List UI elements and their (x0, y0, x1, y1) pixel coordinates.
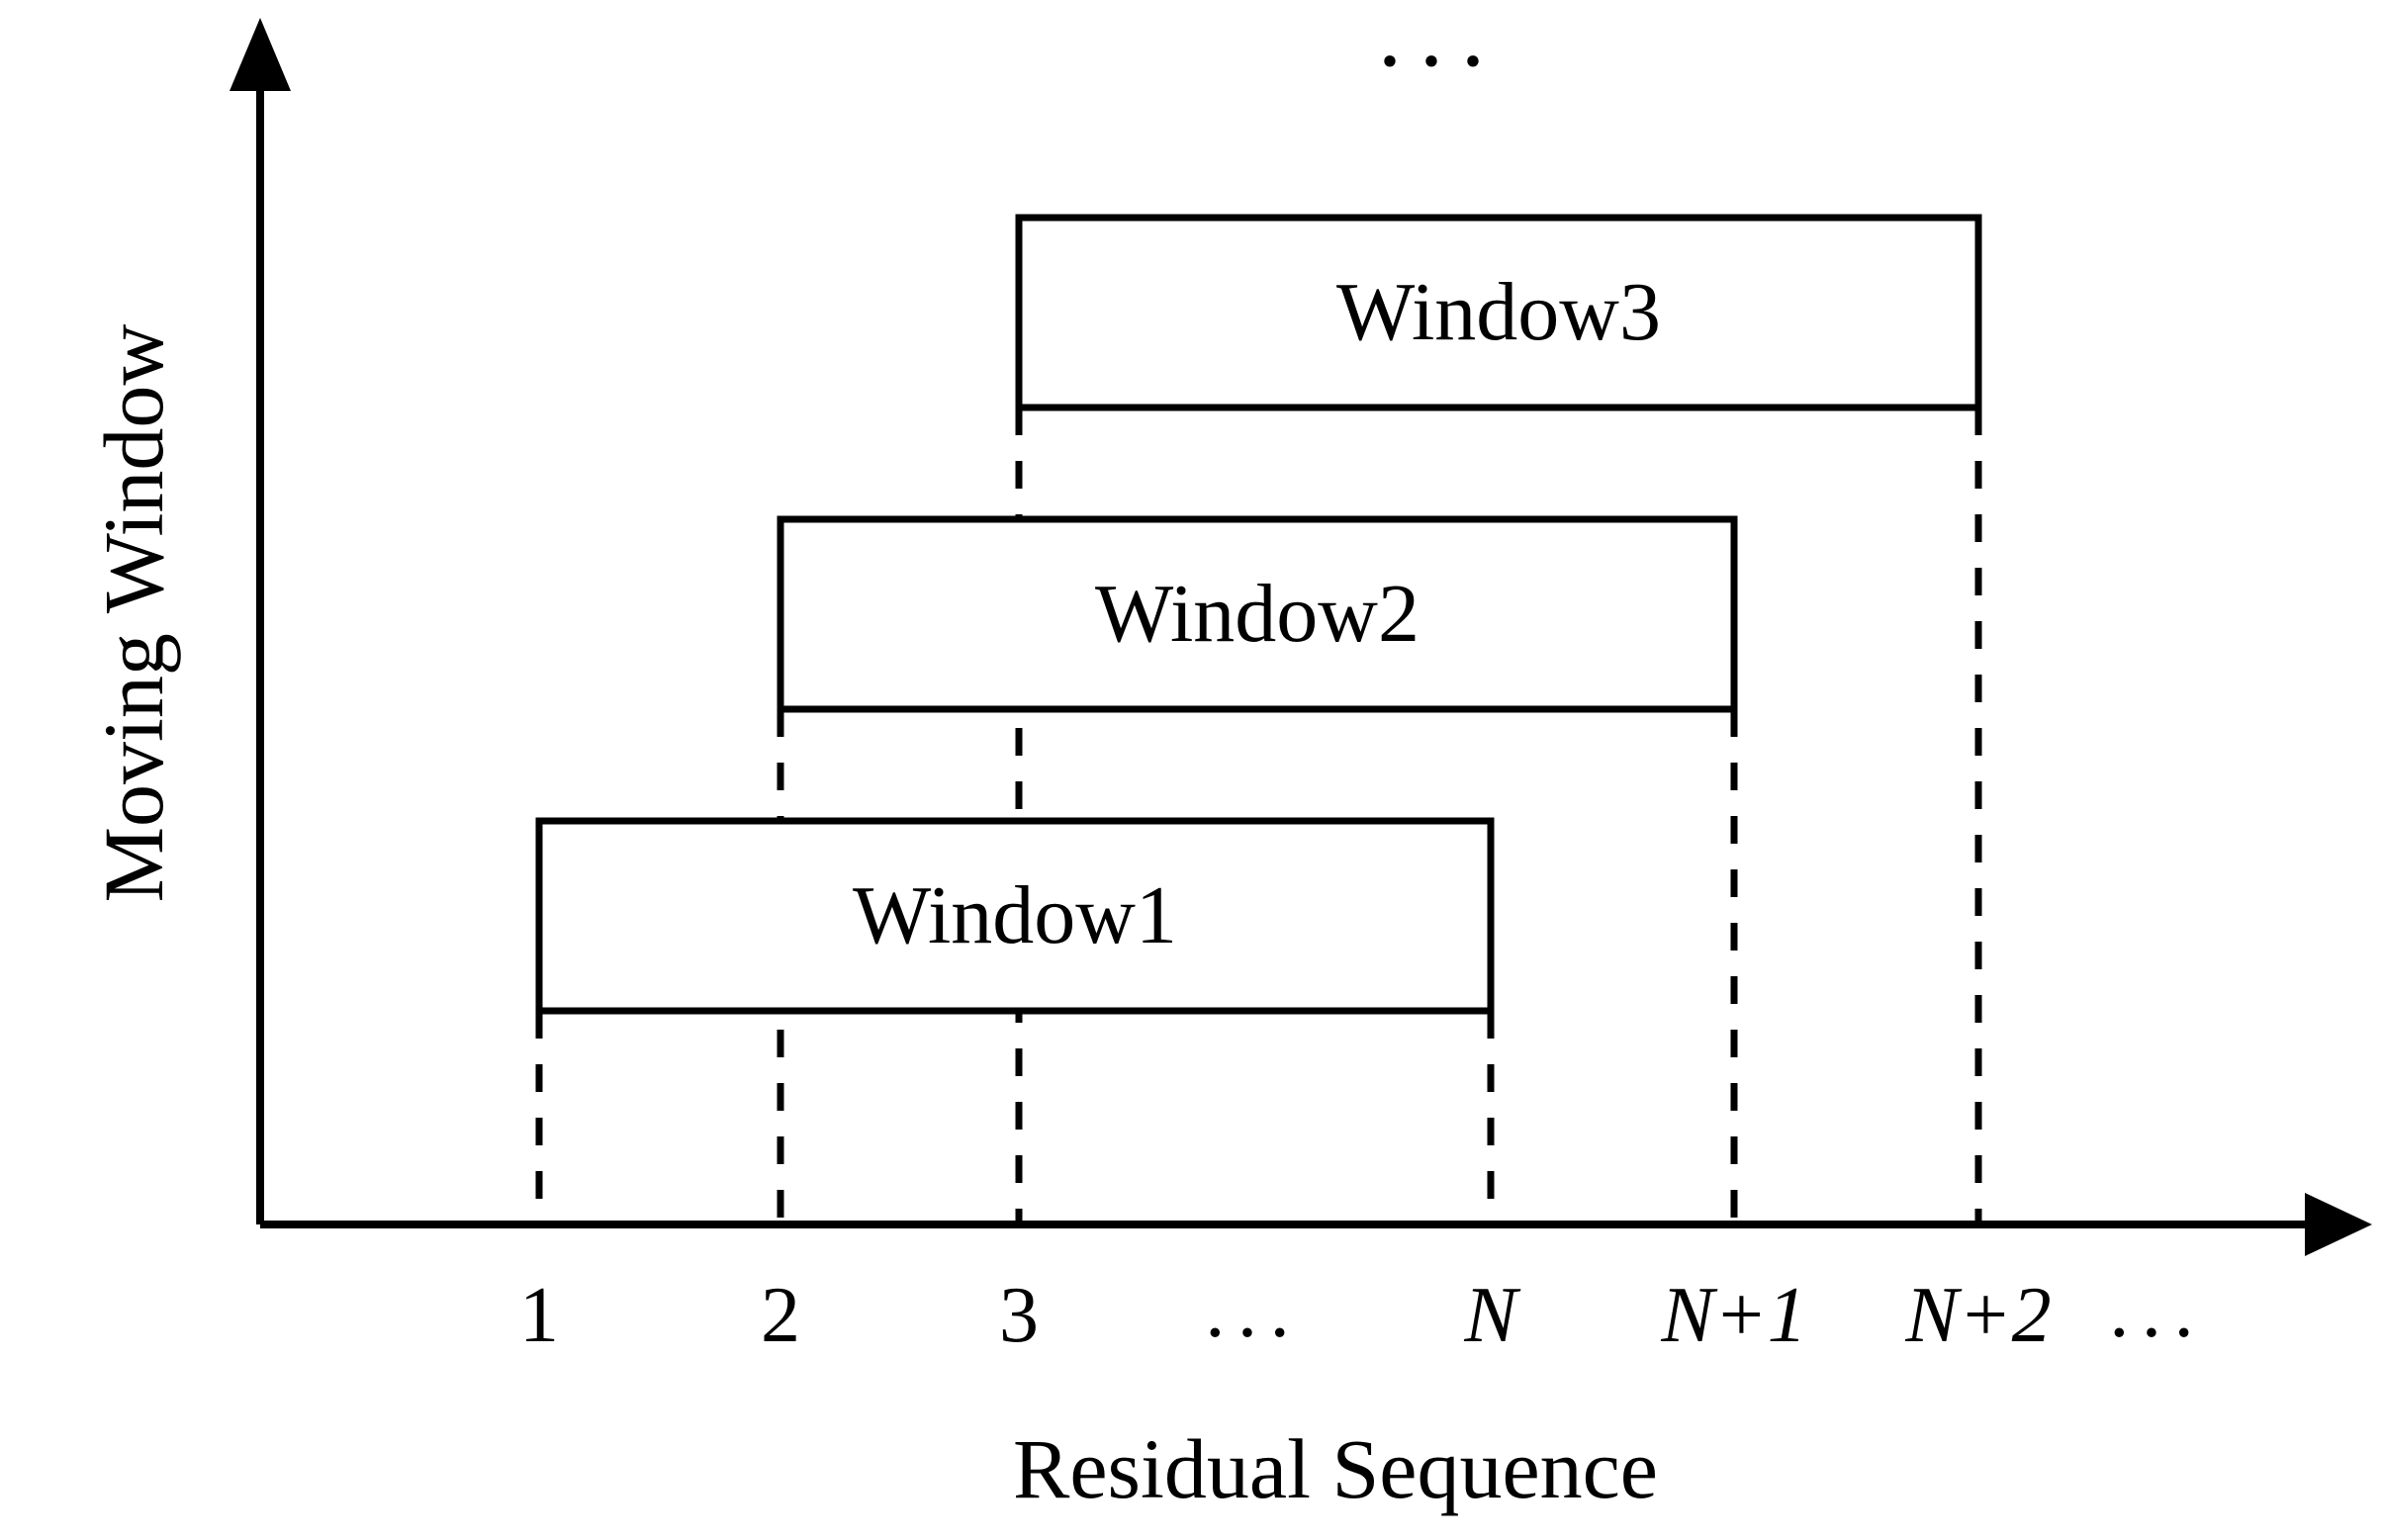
window-1-box[interactable] (535, 817, 1495, 1015)
window-2-box[interactable] (777, 515, 1738, 713)
x-tick-label-ellipsis-middle: ··· (1202, 1290, 1299, 1377)
x-tick-label-1: 1 (519, 1272, 559, 1359)
y-axis-title: Moving Window (86, 323, 181, 903)
window-2-label: Window2 (1095, 568, 1420, 660)
x-tick-label-3: 3 (999, 1272, 1039, 1359)
x-tick-label-n: N (1464, 1272, 1517, 1359)
dashed-guides (535, 408, 1982, 1224)
axes-group (229, 18, 2372, 1256)
y-axis-title-wrapper: Moving Window (59, 237, 208, 989)
window-3-box[interactable] (1015, 214, 1982, 411)
x-tick-label-ellipsis-right: ··· (2106, 1290, 2203, 1377)
window-1-rect[interactable] (535, 817, 1495, 1015)
top-ellipsis: ··· (1374, 8, 1499, 114)
x-axis-arrowhead (2305, 1193, 2372, 1256)
x-tick-label-n-plus-2: N+2 (1905, 1272, 2052, 1359)
x-axis-title: Residual Sequence (1013, 1421, 1658, 1516)
y-axis-arrowhead (229, 18, 291, 91)
window-2-rect[interactable] (777, 515, 1738, 713)
x-tick-label-2: 2 (761, 1272, 800, 1359)
window-3-label: Window3 (1336, 266, 1661, 358)
x-tick-label-n-plus-1: N+1 (1661, 1272, 1807, 1359)
window-1-label: Window1 (853, 869, 1177, 961)
window-3-rect[interactable] (1015, 214, 1982, 411)
